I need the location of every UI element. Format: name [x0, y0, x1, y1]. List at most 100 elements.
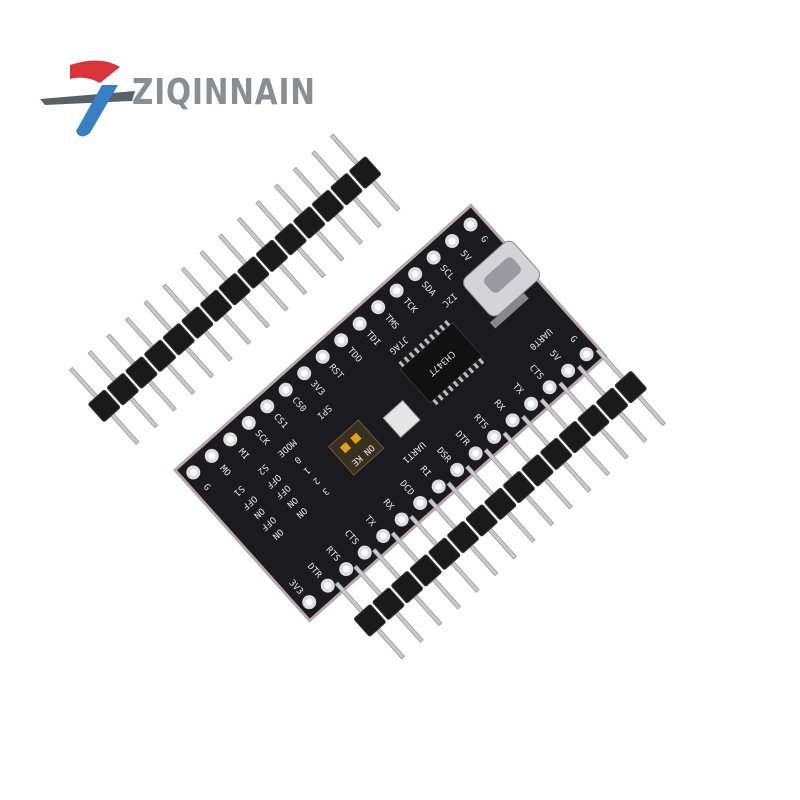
pin-hole	[324, 582, 332, 590]
top-pin-label: G	[478, 234, 489, 245]
pin-hole	[467, 220, 475, 228]
pin-hole	[379, 532, 387, 540]
pin-hole	[361, 549, 369, 557]
header-plastic	[428, 537, 461, 570]
chip-lead	[432, 398, 439, 406]
header-plastic	[540, 437, 573, 470]
usb-c-pins	[489, 292, 529, 329]
pin-hole	[546, 383, 554, 391]
pin-header-bottom	[334, 348, 667, 660]
pin-hole	[282, 386, 290, 394]
pin-hole	[245, 419, 253, 427]
pin-hole	[416, 499, 424, 507]
bottom-pin-label: G	[567, 334, 578, 345]
chip-lead	[398, 360, 405, 368]
chip-lead	[423, 338, 430, 345]
header-plastic	[558, 421, 591, 454]
header-plastic	[349, 156, 382, 189]
header-plastic	[372, 587, 405, 620]
pin-hole	[208, 452, 216, 460]
brand-logo-icon	[40, 60, 135, 137]
pin-hole	[490, 433, 498, 441]
header-plastic	[596, 387, 629, 420]
chip-lead	[452, 380, 459, 388]
header-plastic	[577, 404, 610, 437]
chip-lead	[418, 342, 425, 350]
header-plastic	[409, 554, 442, 587]
pin-hole	[337, 336, 345, 344]
pin-hole	[374, 303, 382, 311]
switch-knob	[350, 432, 362, 444]
pin-hole	[472, 449, 480, 457]
pin-hole	[342, 565, 350, 573]
pin-hole	[435, 482, 443, 490]
chip-lead	[447, 385, 454, 392]
pin-hole	[356, 320, 364, 328]
mode-table-cell: 1	[301, 464, 312, 475]
pin-hole	[564, 367, 572, 375]
chip-lead	[457, 376, 464, 383]
header-plastic	[144, 339, 177, 372]
header-plastic	[503, 471, 535, 504]
pin-hole	[398, 516, 406, 524]
mode-table-cell: 2	[310, 475, 321, 486]
chip-lead	[478, 358, 485, 365]
crystal	[382, 399, 421, 438]
chip-lead	[403, 356, 410, 363]
header-plastic	[484, 487, 517, 520]
pin-hole	[300, 369, 308, 377]
pin-hole	[189, 468, 197, 476]
chip-lead	[438, 324, 446, 332]
chip-lead	[428, 333, 436, 341]
usb-c-port	[484, 257, 521, 293]
header-plastic	[256, 239, 288, 272]
header-plastic	[614, 371, 647, 404]
header-plastic	[330, 173, 363, 206]
pin-hole	[583, 350, 591, 358]
chip-lead	[408, 351, 415, 359]
header-plastic	[181, 306, 214, 339]
header-plastic	[353, 604, 386, 637]
brand-name: ZIQINNAIN	[132, 72, 316, 113]
chip-lead	[462, 371, 470, 379]
header-plastic	[218, 273, 251, 306]
header-plastic	[125, 356, 158, 389]
header-plastic	[447, 521, 479, 554]
top-pin-label: G	[201, 482, 212, 493]
chip-lead	[437, 394, 444, 401]
pin-hole	[430, 254, 438, 262]
ch347-chip	[399, 321, 484, 404]
pin-hole	[448, 237, 456, 245]
chip-lead	[467, 367, 475, 374]
header-plastic	[88, 389, 121, 422]
chip-lead	[433, 329, 441, 336]
dip-switch	[327, 419, 385, 476]
pin-hole	[393, 287, 401, 295]
header-plastic	[311, 189, 344, 222]
header-plastic	[162, 323, 195, 356]
chip-lead	[472, 362, 480, 370]
pin-hole	[527, 400, 535, 408]
pin-hole	[305, 598, 313, 606]
pin-hole	[319, 353, 327, 361]
chip-lead	[413, 347, 420, 354]
pin-hole	[226, 435, 234, 443]
pin-header-top	[68, 133, 401, 445]
mode-table-cell: 0	[292, 454, 303, 465]
header-plastic	[293, 206, 326, 239]
header-plastic	[237, 256, 270, 289]
header-plastic	[465, 504, 498, 537]
header-plastic	[521, 454, 554, 487]
mode-table-cell: 3	[320, 485, 331, 496]
chip-lead	[442, 389, 449, 397]
header-plastic	[106, 373, 139, 406]
pin-hole	[411, 270, 419, 278]
header-plastic	[391, 571, 423, 604]
switch-knob	[339, 442, 352, 454]
pin-hole	[453, 466, 461, 474]
pin-hole	[509, 416, 517, 424]
pin-hole	[263, 402, 271, 410]
chip-lead	[444, 320, 451, 327]
